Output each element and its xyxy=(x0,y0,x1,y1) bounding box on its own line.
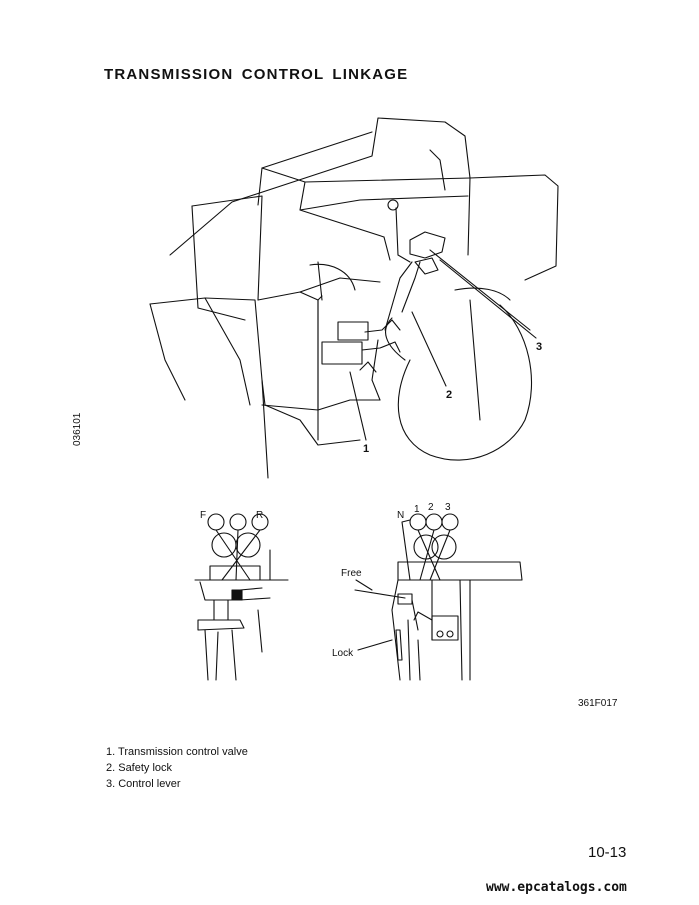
page-number: 10-13 xyxy=(588,844,627,861)
label-third: 3 xyxy=(445,502,451,513)
legend-item: 3. Control lever xyxy=(106,778,181,790)
speed-lever-detail xyxy=(354,513,523,681)
label-free: Free xyxy=(341,568,362,579)
label-lock: Lock xyxy=(332,648,354,659)
callout-leaders xyxy=(349,249,537,441)
wheel-drawing xyxy=(385,287,532,461)
label-neutral: N xyxy=(397,510,404,521)
linkage-drawing xyxy=(321,199,446,401)
page-title: TRANSMISSION CONTROL LINKAGE xyxy=(104,66,409,83)
legend-item: 1. Transmission control valve xyxy=(106,746,248,758)
footer-watermark: www.epcatalogs.com xyxy=(486,880,627,895)
machine-body-outline xyxy=(149,117,559,479)
label-reverse: R xyxy=(256,510,263,521)
label-forward: F xyxy=(200,510,206,521)
fr-lever-detail xyxy=(194,513,289,681)
callout-2: 2 xyxy=(446,389,452,401)
label-second: 2 xyxy=(428,502,434,513)
free-leader xyxy=(355,579,373,591)
callout-1: 1 xyxy=(363,443,369,455)
figure-code: 361F017 xyxy=(578,698,618,709)
parts-legend: 1. Transmission control valve 2. Safety … xyxy=(106,744,248,792)
lock-leader xyxy=(357,639,393,651)
footer-link[interactable]: www.epcatalogs.com xyxy=(486,880,627,895)
label-first: 1 xyxy=(414,504,420,515)
legend-item: 2. Safety lock xyxy=(106,762,173,774)
callout-3: 3 xyxy=(536,341,542,353)
